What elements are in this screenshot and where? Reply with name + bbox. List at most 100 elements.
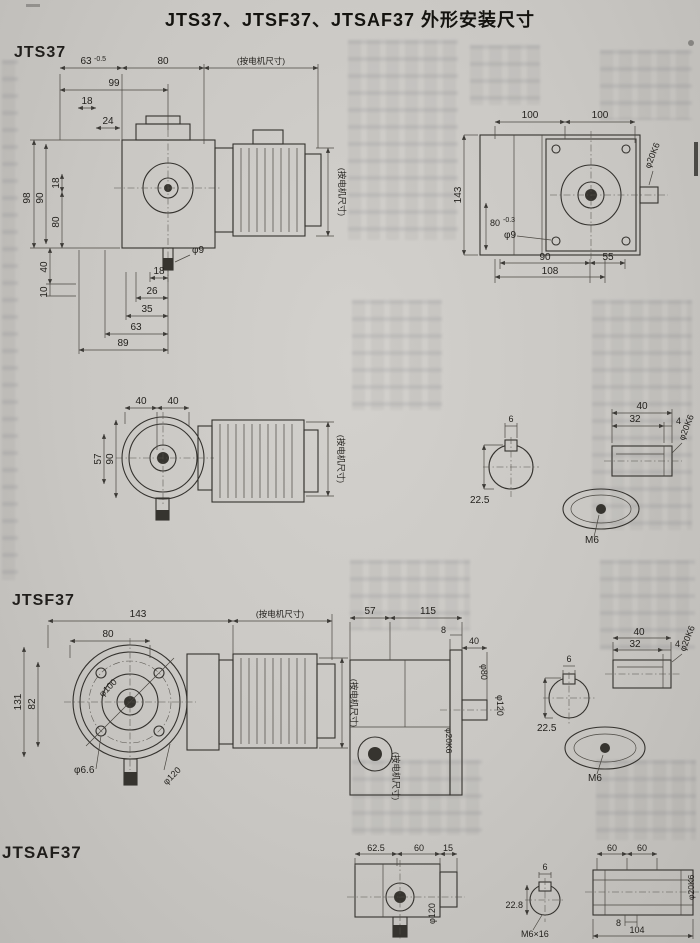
jts37-front-outline [116,412,319,521]
scan-artifact [688,40,694,46]
dim-80: 80 [157,56,169,67]
dim-63-tolerance: -0.5 [94,56,106,63]
dim-57: 57 [364,606,376,617]
dim-90: 90 [105,453,116,465]
dim-40-b: 40 [167,396,179,407]
jts37-shaft-dimension-lines [481,409,683,538]
jtsf37-front-view-drawing: 143 (按电机尺寸) 80 131 82 φ100 φ6.6 φ120 (按电… [13,609,359,787]
jtsf37-side-dimension-lines [349,615,488,700]
dim-phi80: φ80 [479,664,489,680]
motor-size-note-vertical: (按电机尺寸) [391,752,401,800]
dim-40: 40 [469,636,479,646]
dim-40: 40 [636,401,648,412]
jtsaf37-dimension-lines [354,851,694,939]
jtsf37-side-outline [349,649,505,796]
dim-143: 143 [130,609,147,620]
dim-24: 24 [102,116,114,127]
dim-82: 82 [27,698,38,710]
bleed-through-ghosting [470,45,540,105]
motor-size-note: (按电机尺寸) [237,56,285,66]
dim-phi6-6: φ6.6 [74,765,95,776]
section-label-jtsf37: JTSF37 [12,592,75,609]
dim-key-width-6: 6 [542,862,547,872]
jts37-side-dimension-lines [30,64,334,354]
jts37-front-view-drawing: 40 40 57 90 (按电机尺寸) [93,396,346,521]
dim-key-width-6: 6 [508,414,513,424]
bleed-through-ghosting [2,60,18,580]
dim-phi100: φ100 [97,677,119,699]
dim-phi120: φ120 [495,695,505,716]
jtsaf37-drawing: 62.5 60 15 φ120 6 22.8 M6×16 60 60 8 104… [347,843,699,940]
dim-key-width-6: 6 [566,654,571,664]
jtsf37-side-view-drawing: 57 115 8 40 φ80 φ120 φ20K6 (按电机尺寸) [349,606,505,800]
jts37-front-dimension-lines [101,405,334,499]
dim-131: 131 [13,693,24,710]
dim-40-a: 40 [135,396,147,407]
jtsf37-shaft-detail-drawing: 40 32 4 φ20K6 6 22.5 M6 [537,624,697,784]
dim-phi20k6: φ20K6 [678,624,697,653]
dim-phi20k6: φ20K6 [686,874,696,900]
jtsf37-front-dimension-labels: 143 (按电机尺寸) 80 131 82 φ100 φ6.6 φ120 (按电… [13,609,359,787]
jts37-side-dimension-labels: 63 -0.5 80 (按电机尺寸) 99 18 24 98 90 18 80 … [22,56,347,349]
motor-size-note-vertical: (按电机尺寸) [336,435,346,483]
jts37-shaft-side-view [562,445,682,530]
bleed-through-ghosting [348,40,458,240]
dim-phi9: φ9 [504,230,516,241]
jts37-top-view-drawing: 100 100 143 80 -0.3 φ9 90 55 108 φ20K6 [453,110,668,283]
dim-55: 55 [602,252,614,263]
jtsf37-shaft-side-view [605,659,681,689]
dim-63-bottom: 63 [130,322,142,333]
jts37-shaft-key-end-view [483,437,539,497]
dim-60-b: 60 [637,843,647,853]
motor-size-note: (按电机尺寸) [256,609,304,619]
jts37-front-motor-fins [219,424,293,498]
dim-100-a: 100 [522,110,539,121]
jtsf37-side-dimension-labels: 57 115 8 40 φ80 φ120 φ20K6 (按电机尺寸) [364,606,505,800]
bleed-through-ghosting [352,300,442,410]
page-title: JTS37、JTSF37、JTSAF37 外形安装尺寸 [164,10,536,30]
section-label-jts37: JTS37 [14,44,67,61]
dim-104: 104 [629,925,644,935]
dim-90: 90 [35,192,46,204]
jtsf37-front-motor-fins [240,658,306,744]
dim-26: 26 [146,286,158,297]
section-label-jtsaf37: JTSAF37 [2,843,82,862]
jts37-top-outline [479,131,668,259]
dim-35: 35 [141,304,153,315]
dim-phi9: φ9 [192,245,204,256]
dim-4: 4 [676,416,681,426]
dim-100-b: 100 [592,110,609,121]
dim-key-height-22-5: 22.5 [470,495,490,506]
dim-80-depth: 80 [490,218,500,228]
jtsf37-shaft-dimension-labels: 40 32 4 φ20K6 6 22.5 M6 [537,624,697,784]
dim-18-left: 18 [51,177,62,189]
dim-shaft-phi20k6: φ20K6 [643,141,662,170]
dim-62-5: 62.5 [367,843,385,853]
motor-size-note-vertical: (按电机尺寸) [337,168,347,216]
dim-key-height-22-8: 22.8 [505,900,523,910]
dim-8: 8 [441,625,446,635]
jtsaf37-hollow-shaft-section [585,869,699,916]
jtsf37-front-outline [64,638,336,786]
dim-89: 89 [117,338,129,349]
jts37-front-dimension-labels: 40 40 57 90 (按电机尺寸) [93,396,346,483]
dim-32: 32 [629,639,641,650]
label-m6-tap: M6 [588,773,602,784]
dim-57: 57 [93,453,104,465]
jtsaf37-unit-outline [347,860,465,940]
dim-40: 40 [39,261,50,273]
jtsf37-shaft-dimension-lines [542,635,683,775]
dim-4: 4 [675,639,680,649]
dim-key-height-22-5: 22.5 [537,723,557,734]
jts37-top-dimension-lines [461,119,654,283]
jts37-side-outline [114,115,322,282]
dim-phi120: φ120 [427,903,437,924]
dim-8: 8 [616,918,621,928]
label-m6-tap: M6 [585,535,599,546]
dim-90: 90 [539,252,551,263]
dim-143: 143 [453,186,464,203]
dim-115: 115 [420,606,436,617]
dim-phi20k6: φ20K6 [444,728,454,754]
dim-80-tolerance: -0.3 [503,217,515,224]
